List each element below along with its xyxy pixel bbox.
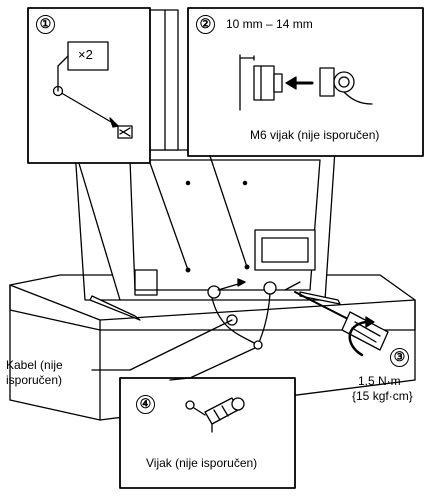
step1-number: ① [36,15,55,34]
step4-screw-label: Vijak (nije isporučen) [146,456,258,470]
screw-icon [204,397,245,425]
torque-value: 1,5 N·m [358,374,401,388]
arrow-icon [285,76,314,90]
dimension-label: 10 mm – 14 mm [226,17,313,31]
bracket-screw-icon [319,67,373,105]
tv-set [74,9,341,321]
step2-number: ② [196,15,215,34]
m6-screw-label: M6 vijak (nije isporučen) [250,128,380,142]
step3-number: ③ [390,348,409,367]
quantity-badge: ×2 [78,47,93,62]
step1-panel [27,7,151,164]
rotate-arrow-icon [348,316,375,357]
step4-number: ④ [136,395,155,414]
cable-label-line2: isporučen) [6,373,63,387]
screw-icon [117,125,133,139]
torque-value-kgf: {15 kgf·cm} [352,389,413,403]
cable-label-line1: Kabel (nije [6,358,63,372]
cable-loop [207,278,301,350]
bracket-icon [239,54,283,111]
step2-panel [187,7,424,157]
